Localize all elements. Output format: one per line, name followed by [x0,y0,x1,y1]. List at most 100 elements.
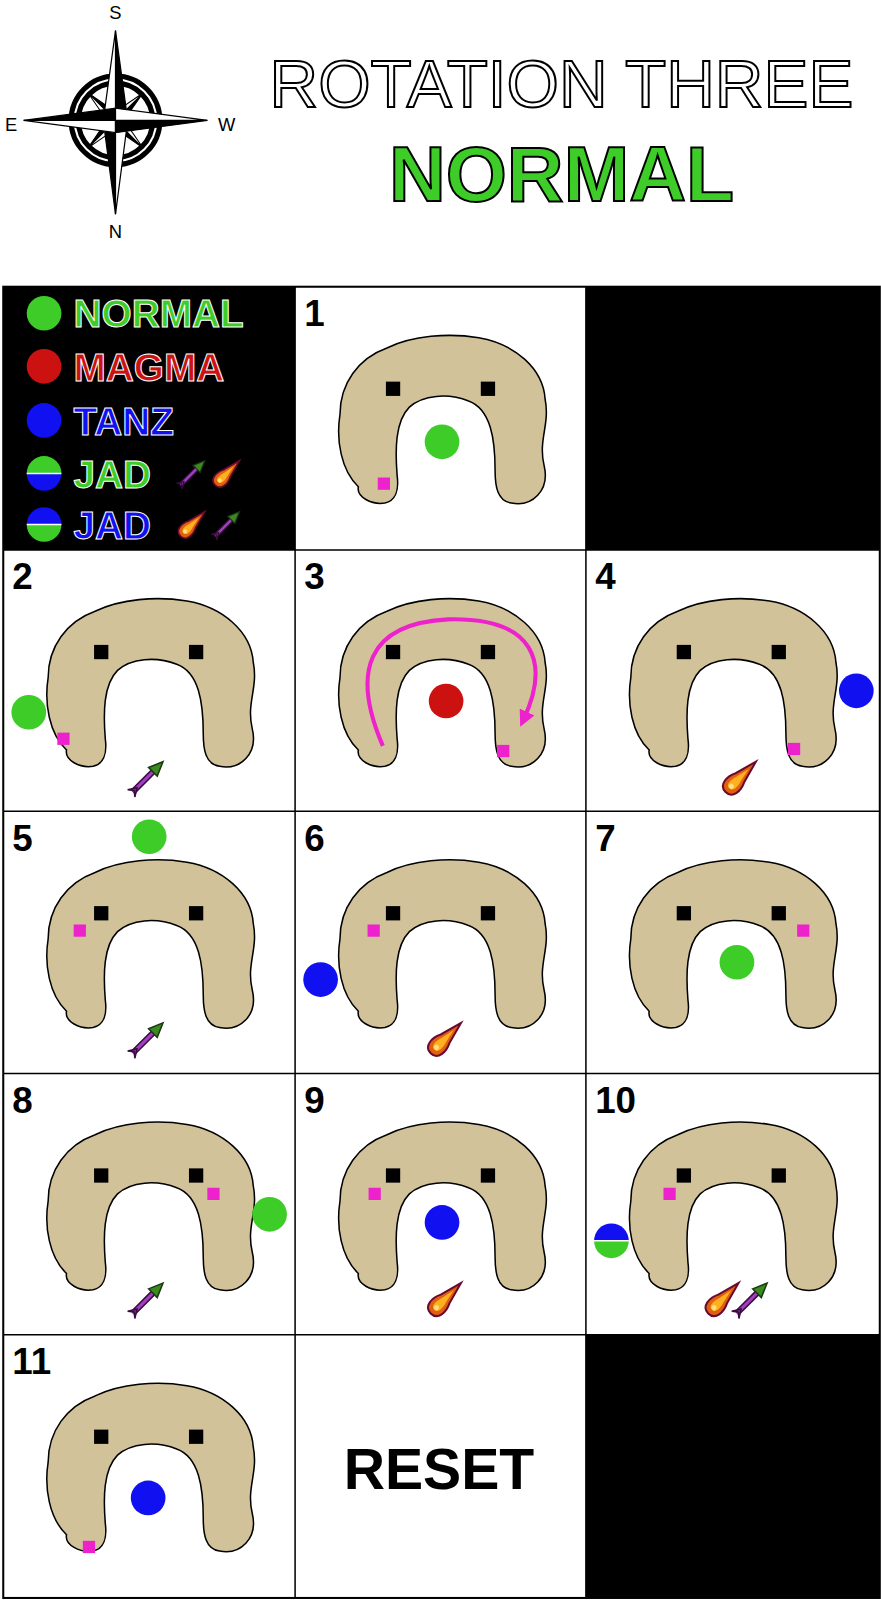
legend-label: MAGMA [74,348,225,387]
monster-spawn [425,1205,460,1240]
compass-point [116,108,208,120]
pillar [386,645,400,659]
jad-divider [594,1240,629,1242]
fireball [702,1277,745,1320]
pillar [386,382,400,396]
monster-spawn [720,945,755,980]
legend-label: NORMAL [74,295,244,334]
monster-spawn [252,1197,287,1232]
cell-number: 2 [12,559,32,596]
legend-label: JAD [74,455,152,494]
ranged-attack-icon [127,1279,167,1319]
legend-label: TANZ [74,402,175,441]
fireball [210,456,244,490]
cell-number: 10 [595,1083,636,1120]
cell-number: 4 [595,559,615,596]
monster-spawn [839,673,874,708]
legend-icons [176,456,245,541]
arrow-head [149,1279,168,1298]
player-position [369,1188,381,1200]
pillar [481,382,495,396]
legend-swatch [27,456,62,491]
compass-point [116,31,128,121]
pillar [481,645,495,659]
pillar [189,1430,203,1444]
rotation-cell [629,599,873,798]
fireball-core [181,515,201,535]
player-position [368,924,380,936]
jad-circle-bottom [594,1241,629,1258]
arena-island [629,860,837,1028]
compass-point [103,120,115,214]
ranged-attack-icon [211,508,243,540]
fireball-glow [710,1304,717,1311]
grid-line [585,287,587,1598]
pillar [772,906,786,920]
monster-spawn [11,695,46,730]
jad-circle-bottom [27,524,62,541]
rotation-cell [629,860,837,1028]
monster-spawn [132,819,167,854]
pillar [481,906,495,920]
rotation-cell [339,1122,547,1319]
movement-arrow [368,619,536,746]
arrow-fletching [128,784,141,797]
cell-number: 8 [12,1083,32,1120]
player-position [57,733,69,745]
rotation-cell [47,1122,287,1319]
magic-attack-icon [176,507,210,541]
player-position [378,478,390,490]
arrow-fletching [128,1045,141,1058]
pillar [94,1168,108,1182]
arrow-head [149,1019,168,1038]
arena-island [629,599,837,767]
legend-swatch [27,507,62,542]
arrow-fletching [176,479,186,489]
fireball-glow [433,1304,440,1311]
subtitle: NORMAL [389,134,734,213]
fireball-core [431,1287,457,1313]
cell-number: 1 [304,296,324,333]
compass-point [116,120,128,214]
jad-circle-top [27,456,62,473]
pillar [189,1168,203,1182]
grid-border [3,287,880,1598]
grid-line [3,1073,880,1075]
fireball-glow [182,529,188,535]
fireball-core [709,1287,735,1313]
rotation-cell [303,860,546,1059]
legend-swatch [27,403,62,438]
rotation-cell [11,599,254,798]
magic-attack-icon [719,756,762,799]
jad-circle-top [594,1223,629,1240]
pillar [772,645,786,659]
fireball [425,1277,468,1320]
fireball-core [431,1027,457,1053]
magic-attack-icon [425,1017,468,1060]
cell-number: 6 [304,821,324,858]
player-position [74,924,86,936]
arena-island [47,599,255,767]
pillar [677,906,691,920]
arena-island [629,1122,837,1290]
arena-island [47,1122,255,1290]
arena-island [339,335,547,503]
arena-island [47,1383,255,1551]
arena-island [339,1122,547,1290]
compass-point [24,120,116,132]
fireball-glow [217,478,223,484]
jad-divider [27,524,62,526]
empty-cell [586,1335,880,1598]
pillar [189,645,203,659]
cell-number: 11 [12,1344,51,1381]
magic-attack-icon [702,1277,745,1320]
compass-letter: W [218,115,235,133]
rotation-cell [47,1383,255,1553]
pillar [677,1168,691,1182]
player-position [797,924,809,936]
pillar [772,1168,786,1182]
pillar [677,645,691,659]
pillar [94,906,108,920]
arrow-head [228,508,243,523]
